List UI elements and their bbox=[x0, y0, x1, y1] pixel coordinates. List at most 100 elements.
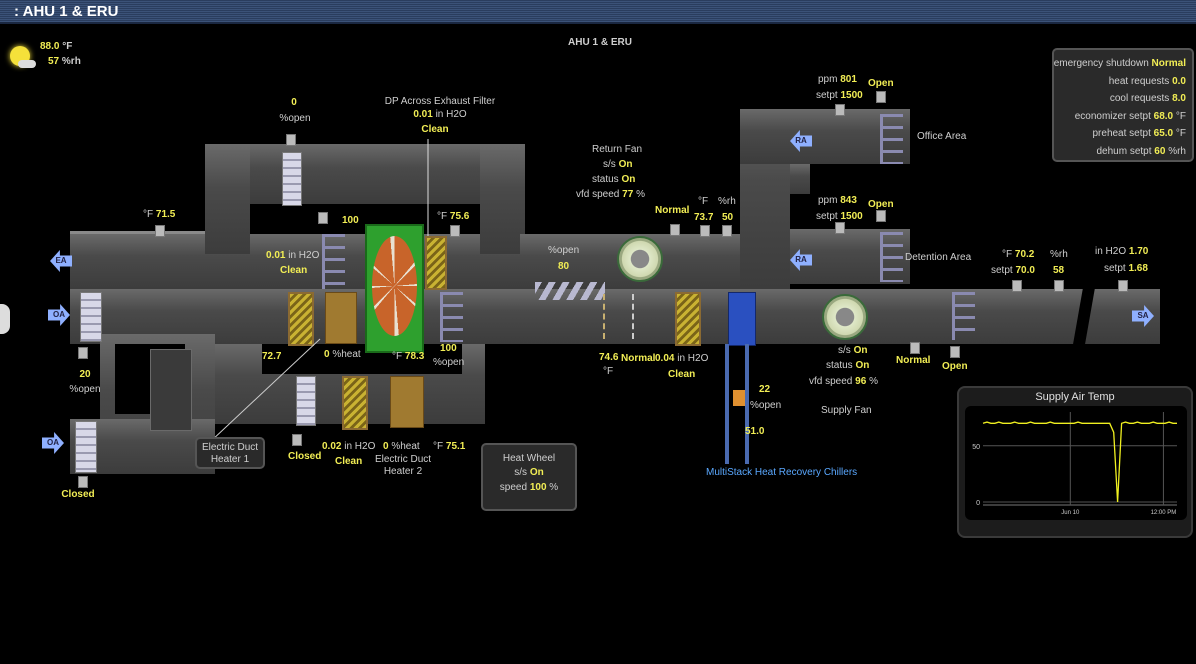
sf-dp-switch bbox=[910, 342, 920, 354]
status-panel: emergency shutdown Normal heat requests 0… bbox=[1052, 48, 1194, 162]
oa-damper-unit: %open bbox=[69, 384, 101, 395]
heat-wheel-panel[interactable]: Heat Wheel s/s On speed 100 % bbox=[481, 443, 577, 511]
supply-fan-vfd: vfd speed 96 % bbox=[809, 376, 878, 387]
page-title: AHU 1 & ERU bbox=[568, 37, 632, 48]
status-row: economizer setpt 68.0 °F bbox=[1074, 110, 1186, 122]
status-row: dehum setpt 60 %rh bbox=[1096, 145, 1186, 157]
lower-bypass-damper[interactable] bbox=[296, 376, 316, 426]
chw-valve-value: 22 bbox=[759, 384, 771, 395]
wheel-temp-sensor bbox=[450, 225, 460, 237]
supply-fan-dp-status: Normal bbox=[896, 355, 931, 366]
partly-sunny-icon bbox=[6, 42, 36, 72]
return-fan-dp-status: Normal bbox=[655, 205, 690, 216]
oa-damper[interactable] bbox=[80, 292, 102, 342]
recirc-damper[interactable] bbox=[535, 282, 605, 300]
office-damper-status: Open bbox=[868, 78, 894, 89]
sa-rh-unit: %rh bbox=[1050, 249, 1068, 260]
lower-filter bbox=[342, 376, 368, 430]
dp-exhaust-filter-title: DP Across Exhaust Filter bbox=[384, 96, 496, 107]
bypass-damper-top[interactable] bbox=[322, 234, 345, 289]
ea-arrow-icon: EA bbox=[50, 250, 72, 272]
lower-bypass-actuator bbox=[292, 434, 302, 446]
dp-exhaust-filter-value: 0.01 in H2O bbox=[413, 109, 467, 120]
exhaust-gap bbox=[250, 204, 460, 229]
exhaust-damper-unit: %open bbox=[279, 113, 311, 124]
oa-damper-actuator bbox=[78, 347, 88, 359]
office-damper[interactable] bbox=[880, 114, 903, 164]
ra-rh-unit: %rh bbox=[718, 196, 736, 207]
return-fan[interactable] bbox=[617, 236, 663, 282]
side-panel-handle[interactable] bbox=[0, 304, 10, 334]
y-tick-label: 50 bbox=[972, 444, 980, 451]
detention-damper-status: Open bbox=[868, 199, 894, 210]
smoke-damper-status: Open bbox=[942, 361, 968, 372]
supply-fan-status: status On bbox=[826, 360, 870, 371]
heater1-button[interactable]: Electric Duct Heater 1 bbox=[195, 437, 265, 469]
exhaust-bypass-duct bbox=[205, 144, 525, 204]
series-line-supply-air-temp bbox=[982, 421, 1177, 503]
oa-filter-status: Clean bbox=[280, 265, 308, 276]
exhaust-damper-actuator bbox=[286, 134, 296, 146]
ra-temp-unit: °F bbox=[698, 196, 709, 207]
detention-setpt: setpt 1500 bbox=[816, 211, 863, 222]
bypass-damper-bottom-unit: %open bbox=[433, 357, 465, 368]
wheel-exhaust-temp: °F 75.6 bbox=[437, 211, 470, 222]
bypass-damper-top-value: 100 bbox=[342, 215, 359, 226]
exhaust-filter bbox=[425, 236, 447, 290]
sa-static-sensor bbox=[1118, 280, 1128, 292]
office-setpt: setpt 1500 bbox=[816, 90, 863, 101]
ra-temp: 73.7 bbox=[694, 212, 714, 223]
detention-damper[interactable] bbox=[880, 232, 903, 282]
detention-area-label[interactable]: Detention Area bbox=[905, 252, 972, 263]
sa-temp-sensor bbox=[1012, 280, 1022, 292]
chw-pipes bbox=[725, 344, 749, 464]
exhaust-damper-value: 0 bbox=[291, 97, 297, 108]
ea-temp: °F 71.5 bbox=[143, 209, 176, 220]
oa-min-damper-status: Closed bbox=[61, 489, 95, 500]
status-row: cool requests 8.0 bbox=[1109, 93, 1186, 104]
office-co2-sensor bbox=[835, 104, 845, 116]
chart-background bbox=[965, 406, 1187, 520]
status-row: emergency shutdown Normal bbox=[1053, 58, 1186, 69]
final-filter-status: Clean bbox=[668, 369, 696, 380]
oa-filter-dp: 0.01 in H2O bbox=[266, 250, 320, 261]
return-fan-title: Return Fan bbox=[592, 144, 643, 155]
smoke-damper[interactable] bbox=[952, 292, 975, 340]
exhaust-damper[interactable] bbox=[282, 152, 302, 206]
office-area-label[interactable]: Office Area bbox=[917, 131, 967, 142]
detention-co2-sensor bbox=[835, 222, 845, 234]
lower-gap bbox=[262, 344, 462, 374]
oa-filter bbox=[288, 292, 314, 346]
mixed-temp: 74.6 bbox=[599, 352, 619, 363]
chw-valve[interactable] bbox=[733, 390, 745, 406]
chw-temp: 51.0 bbox=[745, 426, 765, 437]
chillers-link[interactable]: MultiStack Heat Recovery Chillers bbox=[706, 467, 858, 478]
smoke-damper-actuator bbox=[950, 346, 960, 358]
preheat-coil bbox=[603, 294, 605, 339]
dp-exhaust-filter-status: Clean bbox=[421, 124, 449, 135]
oa-min-arrow-icon: OA bbox=[42, 432, 64, 454]
ra-office-arrow-icon: RA bbox=[790, 130, 812, 152]
sa-arrow-icon: SA bbox=[1132, 305, 1154, 327]
electric-duct-heater-1 bbox=[325, 292, 357, 344]
oa-min-damper[interactable] bbox=[75, 421, 97, 473]
lower-temp: °F 75.1 bbox=[433, 441, 466, 452]
sa-rh-sensor bbox=[1054, 280, 1064, 292]
return-fan-status: status On bbox=[592, 174, 636, 185]
sa-static: in H2O 1.70 bbox=[1095, 246, 1149, 257]
status-row: heat requests 0.0 bbox=[1108, 75, 1186, 87]
sa-static-setpt: setpt 1.68 bbox=[1104, 263, 1148, 274]
heater1-output: 0 %heat bbox=[324, 349, 361, 360]
chw-valve-unit: %open bbox=[750, 400, 782, 411]
bypass-damper-bottom[interactable] bbox=[440, 292, 463, 342]
window-titlebar: : AHU 1 & ERU bbox=[0, 0, 1196, 24]
supply-fan[interactable] bbox=[822, 294, 868, 340]
ea-temp-sensor bbox=[155, 225, 165, 237]
lower-bypass-status: Closed bbox=[288, 451, 322, 462]
heat-wheel[interactable] bbox=[365, 224, 424, 353]
office-damper-actuator bbox=[876, 91, 886, 103]
sa-rh: 58 bbox=[1053, 265, 1065, 276]
reheat-coil bbox=[632, 294, 634, 339]
